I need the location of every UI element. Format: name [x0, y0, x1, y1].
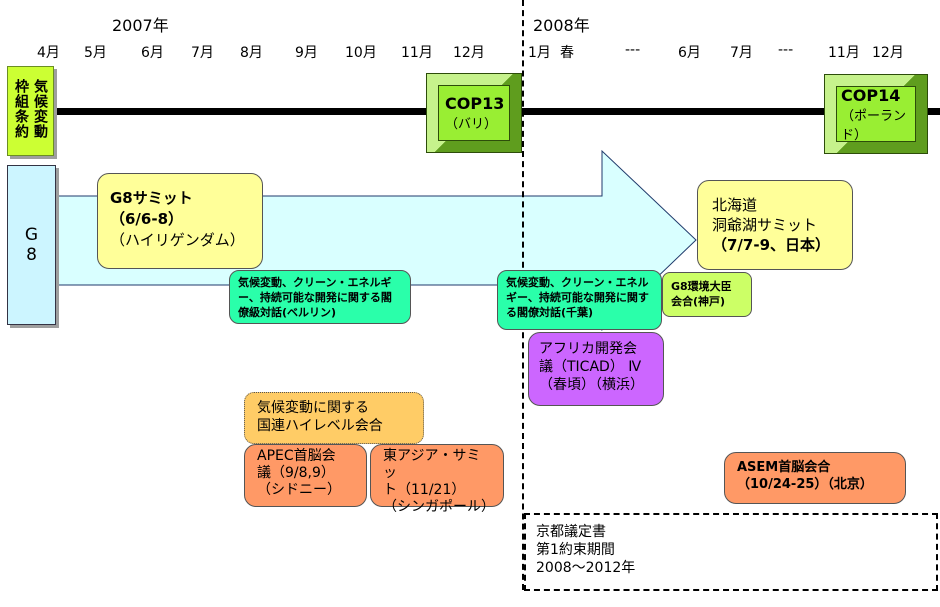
g8-row-label: G 8	[7, 165, 56, 325]
apec-box: APEC首脳会 議（9/8,9） （シドニー）	[244, 444, 367, 507]
year-2008-label: 2008年	[533, 16, 590, 35]
g8-env-ministers-line2: 会合(神戸)	[671, 295, 726, 308]
ticad-line3: （春頃）（横浜）	[539, 377, 644, 393]
g8-summit-2007-title: G8サミット	[110, 189, 193, 207]
cop13-title: COP13	[445, 94, 505, 113]
asem-line1: ASEM首脳会合	[737, 460, 831, 475]
un-high-level-line2: 国連ハイレベル会合	[257, 418, 383, 434]
g8-summit-2007-date: （6/6-8）	[110, 210, 184, 228]
month-label: 11月	[401, 45, 433, 61]
kyoto-protocol-box: 京都議定書 第1約束期間 2008～2012年	[524, 513, 938, 591]
g8-summit-2008-line3: （7/7-9、日本）	[712, 236, 831, 254]
kyoto-line2: 第1約束期間	[536, 542, 615, 558]
cop13-location: （バリ）	[445, 117, 498, 132]
month-label: 5月	[84, 45, 107, 61]
month-label: 9月	[295, 45, 318, 61]
cop14-title: COP14	[841, 85, 901, 105]
asem-box: ASEM首脳会合 （10/24-25）（北京）	[724, 452, 906, 504]
kyoto-line1: 京都議定書	[536, 524, 606, 540]
month-label: 春	[560, 45, 574, 61]
month-label: 7月	[191, 45, 214, 61]
east-asia-line3: （シンガポール）	[383, 499, 495, 515]
east-asia-line2: ト（11/21）	[383, 482, 466, 498]
ticad-box: アフリカ開発会 議（TICAD） Ⅳ （春頃）（横浜）	[528, 332, 664, 406]
month-label: ---	[625, 42, 641, 58]
g8-env-ministers-line1: G8環境大臣	[671, 280, 732, 293]
east-asia-summit-box: 東アジア・サミッ ト（11/21） （シンガポール）	[370, 444, 504, 515]
g8-summit-2007-location: （ハイリゲンダム）	[110, 231, 245, 249]
un-high-level-box: 気候変動に関する 国連ハイレベル会合	[244, 392, 424, 444]
apec-line3: （シドニー）	[257, 482, 341, 498]
g8-summit-2008-box: 北海道 洞爺湖サミット （7/7-9、日本）	[697, 180, 853, 270]
un-high-level-line1: 気候変動に関する	[257, 400, 369, 416]
g8-summit-2008-line1: 北海道	[712, 196, 758, 214]
g8-summit-2007-box: G8サミット （6/6-8） （ハイリゲンダム）	[97, 173, 263, 269]
asem-line2: （10/24-25）（北京）	[737, 477, 873, 492]
month-label: 6月	[678, 45, 701, 61]
month-label: 8月	[240, 45, 263, 61]
g8-env-ministers-box: G8環境大臣 会合(神戸)	[662, 272, 752, 317]
dialogue-berlin-text: 気候変動、クリーン・エネルギー、持続可能な開発に関する閣僚級対話(ベルリン)	[238, 276, 392, 319]
year-2007-label: 2007年	[112, 16, 169, 35]
month-label: 7月	[730, 45, 753, 61]
dialogue-chiba-box: 気候変動、クリーン・エネルギー、持続可能な開発に関する閣僚対話(千葉)	[497, 270, 662, 330]
month-label: ---	[778, 42, 794, 58]
dialogue-berlin-box: 気候変動、クリーン・エネルギー、持続可能な開発に関する閣僚級対話(ベルリン)	[229, 270, 411, 324]
month-label: 6月	[141, 45, 164, 61]
month-label: 12月	[872, 45, 904, 61]
east-asia-line1: 東アジア・サミッ	[383, 448, 481, 481]
dialogue-chiba-text: 気候変動、クリーン・エネルギー、持続可能な開発に関する閣僚対話(千葉)	[506, 276, 649, 319]
ticad-line1: アフリカ開発会	[539, 341, 637, 357]
unfccc-row-label: 気候変動 枠組条約	[7, 66, 54, 156]
month-label: 10月	[345, 45, 377, 61]
month-label: 11月	[828, 45, 860, 61]
cop13-box: COP13 （バリ）	[426, 73, 522, 153]
month-label: 4月	[37, 45, 60, 61]
cop14-box: COP14 （ポーランド）	[824, 74, 928, 154]
month-label: 1月	[528, 45, 551, 61]
kyoto-line3: 2008～2012年	[536, 560, 636, 576]
apec-line1: APEC首脳会	[257, 448, 336, 464]
unfccc-label-col1: 気候変動	[32, 79, 48, 139]
unfccc-label-col2: 枠組条約	[13, 79, 29, 139]
g8-summit-2008-line2: 洞爺湖サミット	[712, 216, 818, 234]
ticad-line2: 議（TICAD） Ⅳ	[539, 359, 642, 375]
month-label: 12月	[453, 45, 485, 61]
g8-label-text: G 8	[24, 225, 39, 265]
apec-line2: 議（9/8,9）	[257, 465, 335, 481]
cop14-location: （ポーランド）	[841, 108, 907, 143]
